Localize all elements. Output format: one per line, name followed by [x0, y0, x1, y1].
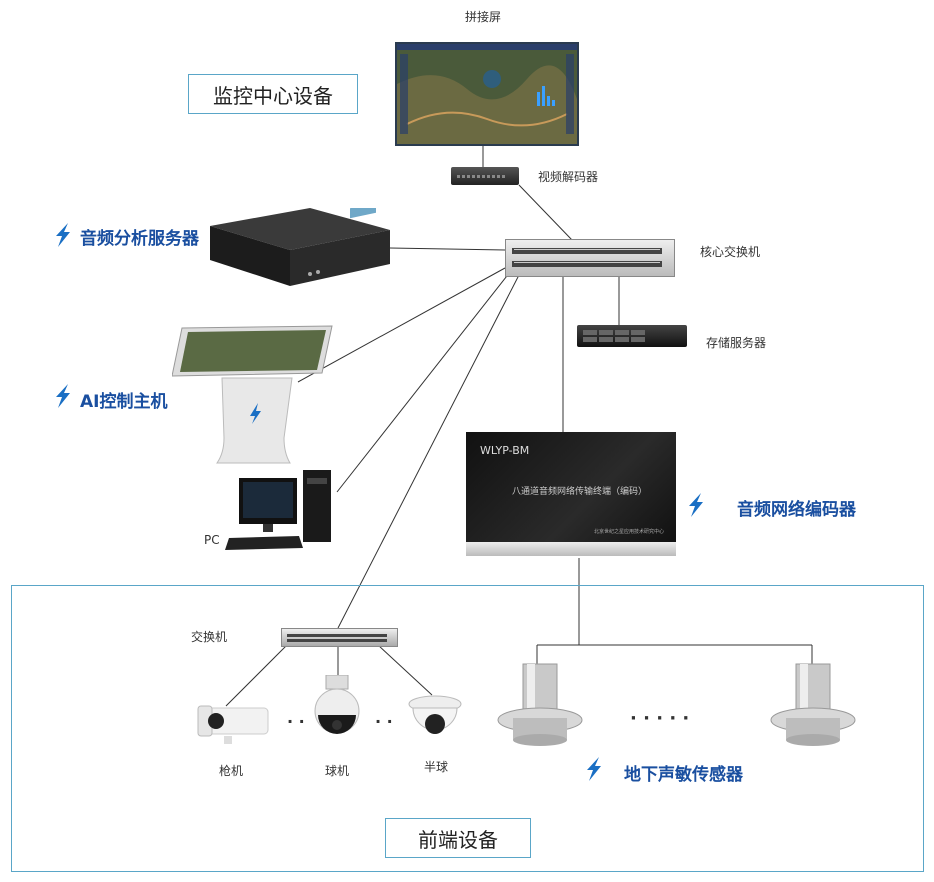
speed-dome-icon: [314, 674, 360, 734]
ai-host-device: [171, 318, 337, 468]
wire-core-switch: [337, 274, 520, 629]
switch-label: 交换机: [191, 630, 228, 644]
rack-server-icon: [210, 202, 390, 286]
audio-encoder-device: WLYP-BM 八通道音频网络传输终端（编码） 北京世纪之星应用技术研究中心: [466, 432, 676, 542]
pc-label: PC: [204, 533, 220, 547]
switch-ports-icon: [512, 248, 662, 267]
core-switch-label: 核心交换机: [700, 245, 761, 259]
touch-kiosk-icon: [171, 325, 333, 464]
encoder-base-edge: [466, 542, 676, 556]
company-logo-icon: [689, 493, 703, 517]
splice-screen-label: 拼接屏: [465, 10, 502, 24]
acoustic-sensor-icon: [770, 663, 856, 746]
desktop-computer-icon: [225, 470, 331, 550]
monitor-center-box: 监控中心设备: [188, 74, 358, 114]
company-logo-icon: [56, 384, 70, 408]
audio-server-label: 音频分析服务器: [80, 229, 199, 249]
bullet-camera-label: 枪机: [219, 764, 244, 778]
bullet-camera-device: [194, 700, 272, 745]
frontend-box: 前端设备: [385, 818, 531, 858]
wire-core-ai-host: [297, 267, 506, 383]
storage-server-label: 存储服务器: [706, 336, 767, 350]
encoder-model-label: WLYP-BM: [480, 444, 530, 457]
dome-camera-label: 球机: [325, 764, 350, 778]
decoder-ports-icon: [457, 175, 505, 178]
wire-core-pc: [336, 271, 511, 493]
dots-ellipsis-sensors: · · · · ·: [630, 708, 690, 729]
audio-server-device: [210, 202, 390, 286]
storage-server-device: [577, 325, 687, 347]
video-decoder-label: 视频解码器: [538, 170, 599, 184]
turret-camera-icon: [408, 695, 462, 734]
half-dome-label: 半球: [424, 760, 449, 774]
bullet-camera-icon: [197, 705, 269, 744]
wire-switch-bullet: [225, 644, 288, 707]
acoustic-sensor-left: [495, 662, 585, 747]
pc-device: [225, 466, 335, 551]
acoustic-sensor-right: [768, 662, 858, 747]
frontend-frame: [11, 585, 924, 872]
dots-ellipsis-right: · ·: [375, 712, 393, 731]
encoder-org-label: 北京世纪之星应用技术研究中心: [594, 529, 665, 535]
half-dome-device: [405, 694, 465, 744]
access-switch-device: [281, 628, 398, 647]
wire-switch-halfdome: [377, 644, 433, 696]
company-logo-icon: [56, 223, 70, 247]
switch-ports-icon: [287, 634, 387, 642]
storage-drives-icon: [583, 330, 645, 342]
sensor-label: 地下声敏传感器: [624, 765, 743, 785]
encoder-title-label: 八通道音频网络传输终端（编码）: [512, 487, 648, 497]
acoustic-sensor-icon: [497, 663, 583, 746]
wire-decoder-core: [518, 184, 573, 241]
dome-camera-device: [312, 674, 362, 743]
core-switch-device: [505, 239, 675, 277]
company-logo-icon: [587, 757, 601, 781]
video-decoder-device: [451, 167, 519, 185]
ai-host-label: AI控制主机: [80, 392, 168, 412]
audio-encoder-label: 音频网络编码器: [737, 500, 856, 520]
dots-ellipsis-left: · ·: [287, 712, 305, 731]
map-display-icon: [397, 44, 577, 144]
splice-screen: [395, 42, 579, 146]
wire-audio-server-core: [389, 247, 506, 251]
